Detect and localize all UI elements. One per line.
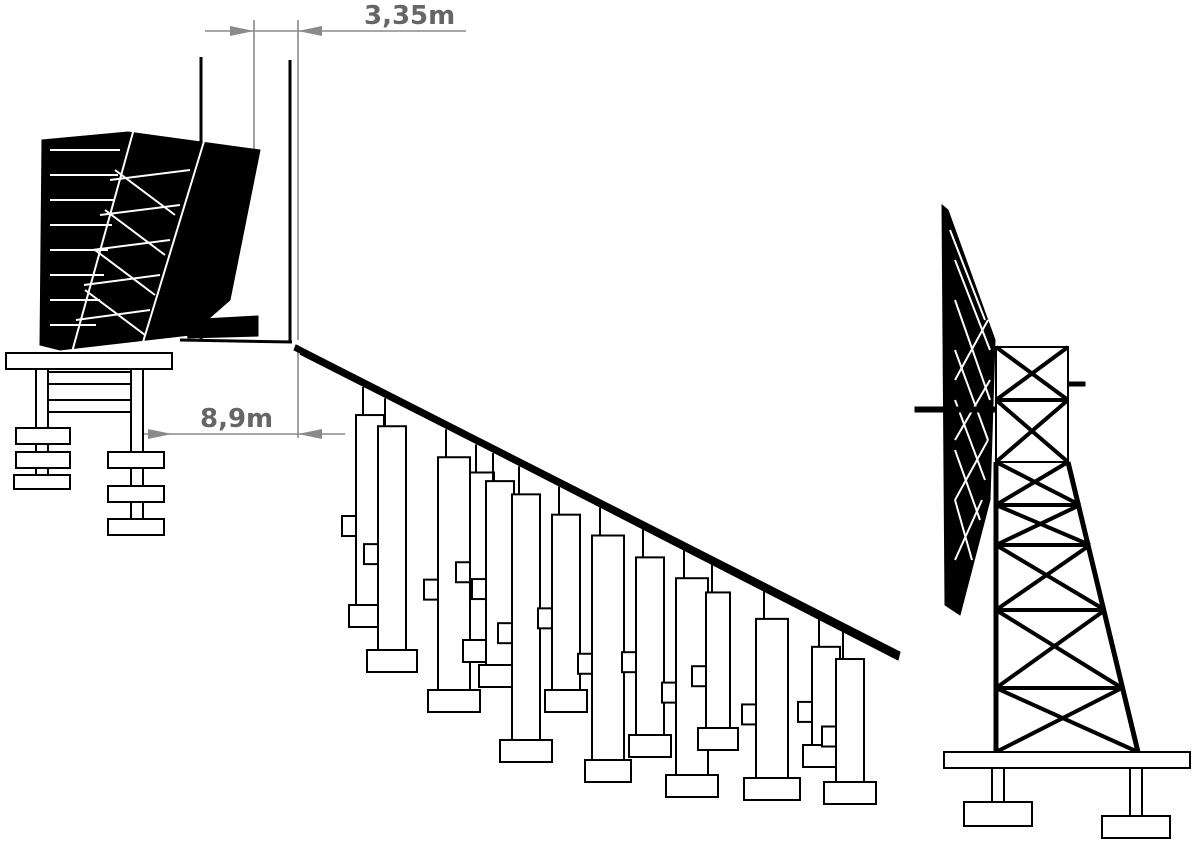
- pylon-footing: [697, 727, 739, 751]
- pylon-footing: [544, 689, 588, 713]
- pylon-bracket: [621, 651, 637, 674]
- pylon-column: [551, 513, 581, 691]
- pylon-bracket: [497, 622, 513, 645]
- pylon-bracket: [455, 561, 471, 584]
- pylon-bracket: [661, 681, 677, 704]
- pylon-bracket: [741, 703, 757, 726]
- pylon-footing: [823, 781, 877, 805]
- pylon-footing: [665, 774, 719, 798]
- pylon-bracket: [537, 607, 553, 630]
- dimension-3-35m: 3,35m: [205, 1, 466, 340]
- pylon-column: [635, 556, 665, 736]
- left-collector-side-view: [5, 57, 293, 536]
- pylon-bracket: [363, 543, 379, 566]
- pylon-bracket: [471, 578, 487, 601]
- pylon-column: [511, 493, 541, 742]
- pylon-bracket: [577, 652, 593, 675]
- pylon-bracket: [797, 700, 813, 723]
- pylon-bracket: [691, 665, 707, 688]
- pylon-column: [705, 591, 731, 730]
- pylon-bracket: [341, 515, 357, 538]
- pylon-column: [591, 534, 625, 761]
- pylon-footing: [743, 777, 801, 801]
- middle-sloped-collector-row: [293, 344, 901, 805]
- pylon-column: [835, 658, 865, 783]
- pylon-bracket: [423, 578, 439, 601]
- pylon-footing: [628, 734, 672, 758]
- pylon-column: [755, 617, 789, 779]
- dimension-label-top: 3,35m: [364, 1, 455, 31]
- pylon-column: [377, 425, 407, 651]
- dimension-8-9m: 8,9m: [130, 345, 345, 439]
- pylon-footing: [427, 689, 481, 713]
- pylon-footing: [584, 759, 632, 783]
- pylon-bracket: [821, 725, 837, 748]
- pylon-footing: [499, 739, 553, 763]
- dimension-label-middle: 8,9m: [200, 404, 273, 434]
- right-tower-side-view: [914, 203, 1191, 839]
- pylon-footing: [366, 649, 418, 673]
